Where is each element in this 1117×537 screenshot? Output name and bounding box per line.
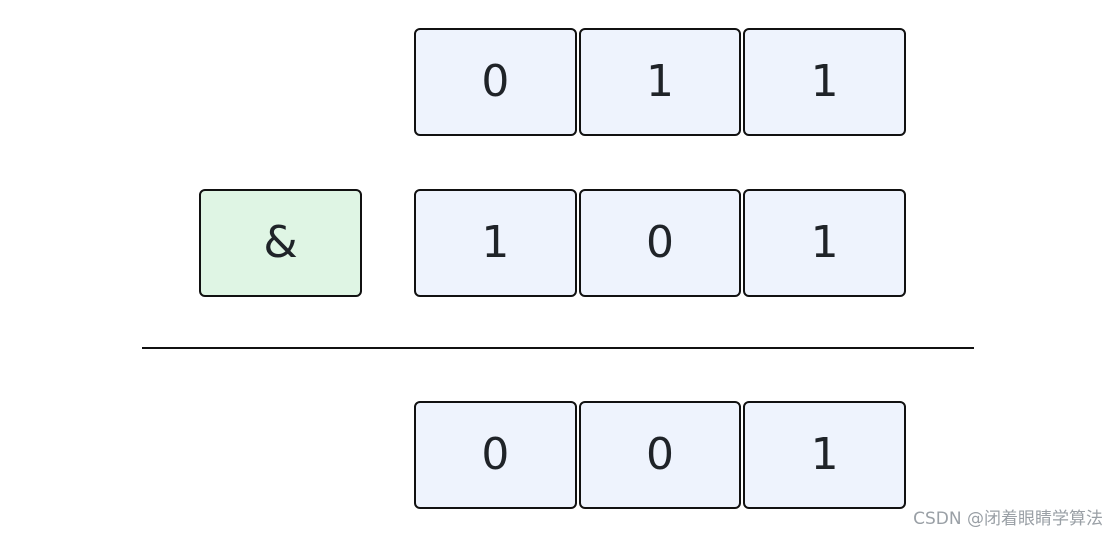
and-operator-box: & [199, 189, 362, 297]
bit-cell: 1 [743, 401, 907, 509]
bit-cell: 0 [414, 28, 577, 136]
result-divider-line [142, 347, 974, 349]
bit-cell: 0 [578, 401, 742, 509]
bit-cell: 1 [578, 28, 742, 136]
bit-cell: 1 [743, 189, 907, 297]
result-row: 0 0 1 [414, 401, 907, 509]
bit-cell: 0 [414, 401, 577, 509]
operand-b-row: 1 0 1 [414, 189, 907, 297]
bit-cell: 0 [578, 189, 742, 297]
watermark-text: CSDN @闭着眼睛学算法 [913, 509, 1103, 529]
operand-a-row: 0 1 1 [414, 28, 907, 136]
bit-cell: 1 [743, 28, 907, 136]
bit-cell: 1 [414, 189, 577, 297]
